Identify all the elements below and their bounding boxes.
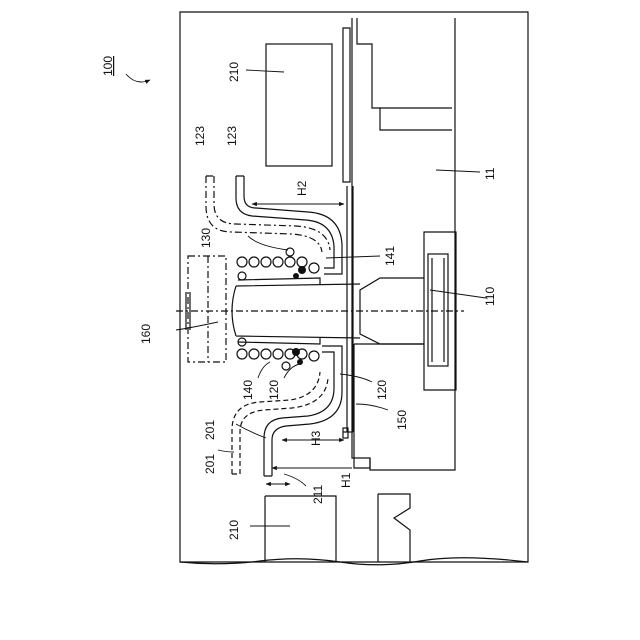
- lead-wire-123-dashdot: [206, 176, 330, 252]
- label-120b: 120: [375, 380, 389, 400]
- housing-frame: [180, 12, 528, 562]
- label-H3: H3: [309, 430, 323, 446]
- label-210-lower: 210: [227, 520, 241, 540]
- label-130: 130: [199, 228, 213, 248]
- label-H1: H1: [339, 472, 353, 488]
- label-11: 11: [483, 167, 497, 180]
- component-210-upper: [266, 44, 332, 166]
- label-201b: 201: [203, 454, 217, 474]
- label-160: 160: [139, 324, 153, 344]
- break-line: [180, 558, 528, 565]
- plate-strip-2: [357, 18, 452, 130]
- label-140: 140: [241, 380, 255, 400]
- block-150: [354, 344, 424, 468]
- component-210-lower: [265, 496, 336, 562]
- label-123b: 123: [225, 126, 239, 146]
- label-201a: 201: [203, 420, 217, 440]
- label-141: 141: [383, 246, 397, 266]
- ref-100: 100: [101, 56, 150, 82]
- label-H2: H2: [295, 180, 309, 196]
- label-210-upper: 210: [227, 62, 241, 82]
- pulley-160: [188, 256, 226, 362]
- label-120a: 120: [267, 380, 281, 400]
- coil-130-upper: [237, 248, 319, 280]
- base-body-11: [352, 18, 455, 470]
- label-123a: 123: [193, 126, 207, 146]
- label-150: 150: [395, 410, 409, 430]
- plate-strip: [343, 28, 350, 182]
- notch-part: [378, 494, 410, 562]
- label-100: 100: [101, 56, 115, 76]
- flange-inner: [428, 254, 448, 366]
- label-110: 110: [483, 287, 497, 306]
- label-211: 211: [311, 485, 325, 504]
- lead-wire-201-solid: [264, 346, 342, 476]
